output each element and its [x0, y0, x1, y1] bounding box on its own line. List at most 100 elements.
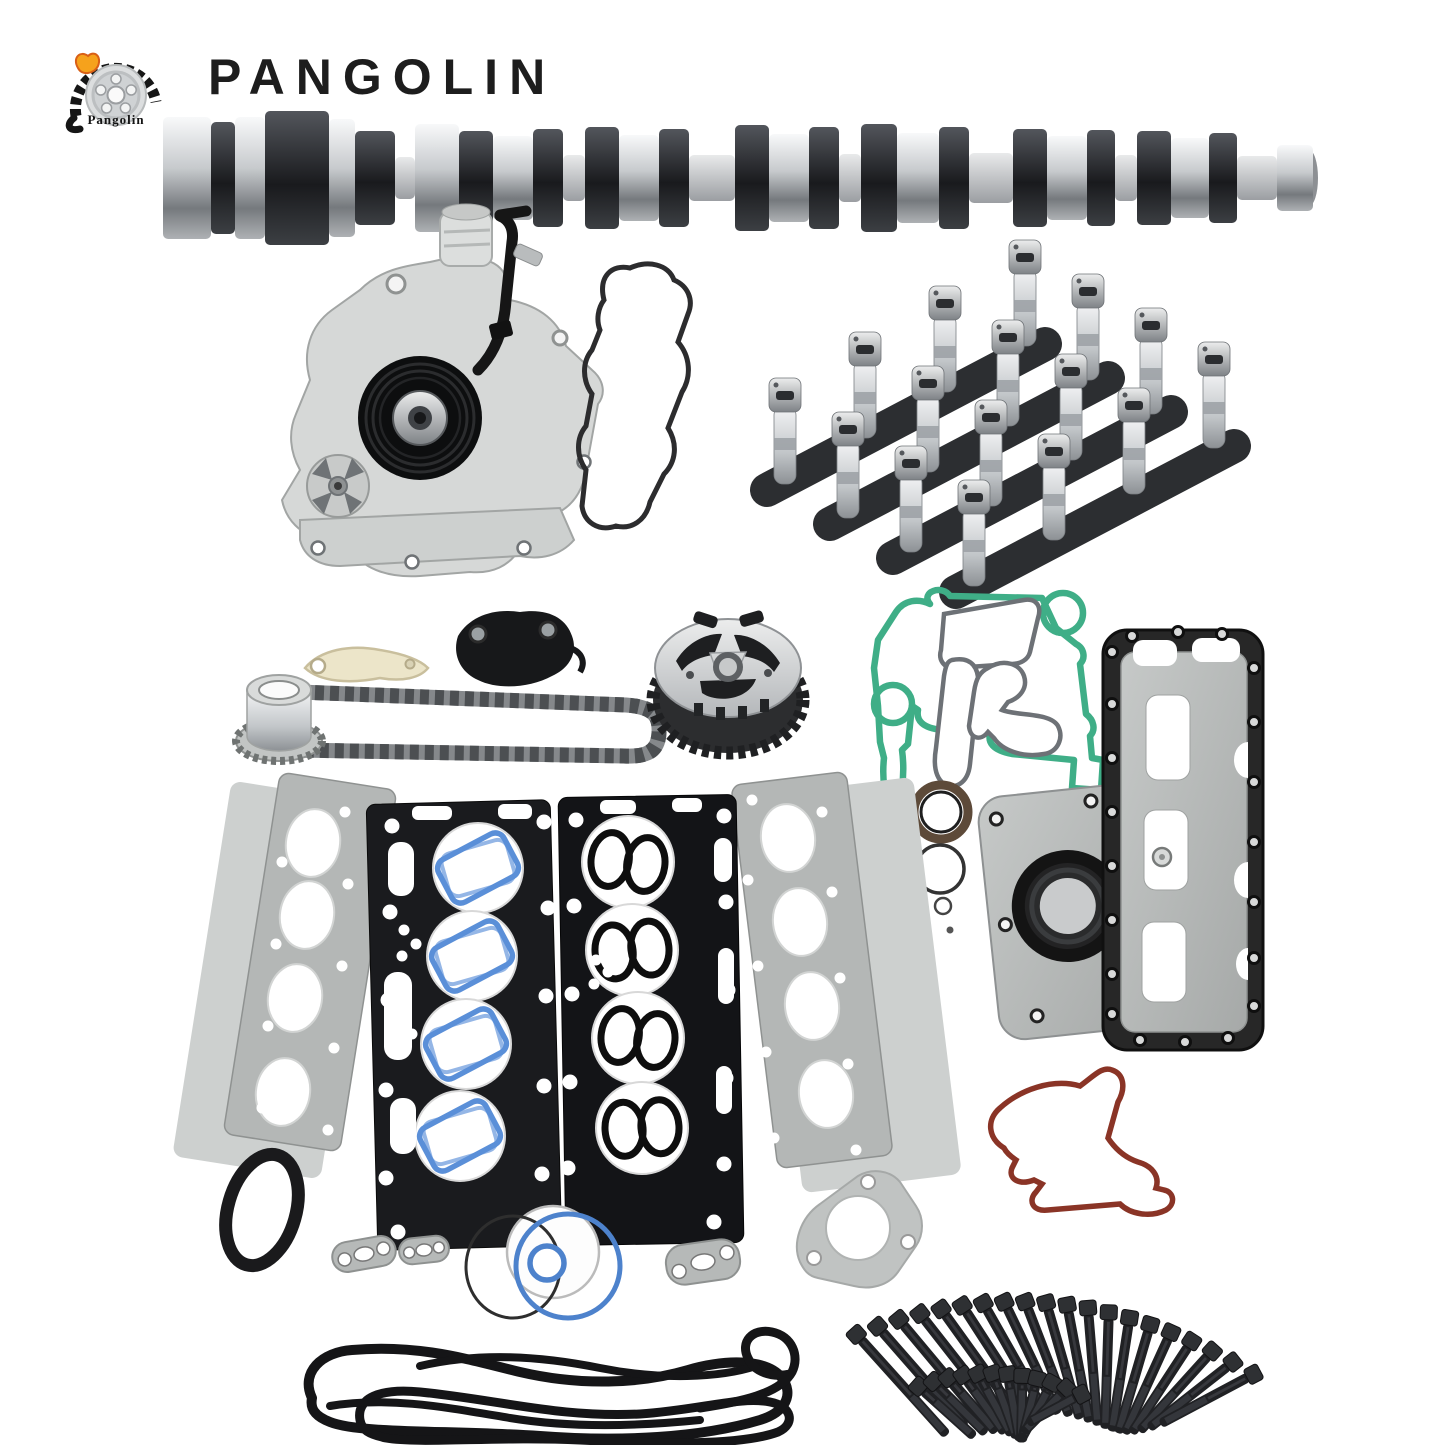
cam-lobe [659, 129, 689, 227]
head-bolt [922, 1370, 988, 1436]
bolt-hole [1105, 645, 1119, 659]
head-bolt [1147, 1351, 1244, 1431]
bolt-hole [1171, 625, 1185, 639]
hydraulic-roller-lifters [750, 239, 1251, 609]
bolt-hole [1105, 1007, 1119, 1021]
cam-lobe [1087, 130, 1115, 226]
heater-tube [472, 210, 518, 376]
cam-lobe [735, 125, 769, 231]
cam-journal [1047, 136, 1087, 220]
cam-lobe [1209, 133, 1237, 223]
cam-journal [689, 155, 735, 201]
head-bolt [1159, 1363, 1264, 1427]
head-bolt [1128, 1330, 1203, 1435]
o-ring-seals [464, 1204, 623, 1321]
bolt-hole [1105, 805, 1119, 819]
bolt-hole [1105, 967, 1119, 981]
cam-journal [969, 153, 1013, 203]
small-port-gasket [664, 1238, 742, 1286]
head-bolt [1121, 1322, 1182, 1435]
roller-lifter [957, 479, 991, 587]
cam-lobe [355, 131, 395, 225]
cam-journal [839, 154, 861, 202]
cam-lobe [1137, 131, 1171, 225]
bolt-hole [1221, 1031, 1235, 1045]
head-bolt [1107, 1309, 1140, 1432]
bolt-hole [1105, 859, 1119, 873]
cam-journal [769, 134, 809, 222]
bolt-hole [1247, 661, 1261, 675]
cam-lobe [809, 127, 839, 229]
cam-journal [493, 136, 533, 220]
roller-lifter [1197, 341, 1231, 449]
head-bolt [1013, 1367, 1032, 1443]
cam-journal [235, 117, 265, 239]
cam-journal [563, 155, 585, 201]
pump-inlet [306, 454, 370, 518]
cam-journal [1237, 156, 1277, 200]
cam-journal [897, 133, 939, 223]
timing-chain-tensioner [456, 611, 574, 687]
exhaust-manifold-gasket-right [731, 771, 961, 1193]
roller-lifter [768, 377, 802, 485]
head-bolt [1099, 1304, 1118, 1429]
cam-lobe [533, 129, 563, 227]
cylinder-head-bolts-long [845, 1291, 1264, 1437]
logo-caption: Pangolin [87, 112, 145, 127]
camshaft-phaser-sprocket [646, 610, 810, 760]
bolt-hole [1247, 715, 1261, 729]
cam-journal [395, 157, 415, 199]
crankshaft-sprocket [232, 674, 326, 765]
cam-lobe [211, 122, 235, 234]
cam-lobe [265, 111, 329, 245]
timing-cover-gasket [870, 586, 1107, 888]
cam-journal [163, 117, 211, 239]
roller-lifter [894, 445, 928, 553]
exhaust-flange-gasket [795, 1170, 923, 1289]
small-port-gasket [398, 1234, 450, 1266]
bolt-hole [1105, 697, 1119, 711]
cylinder-head-bolts-short [907, 1363, 1092, 1443]
head-bolt [1026, 1383, 1092, 1427]
front-cover-inner-gasket [938, 597, 1042, 671]
bolt-hole [1105, 913, 1119, 927]
cam-lobe [861, 124, 897, 232]
camshaft [163, 111, 1318, 245]
bolt-hole [1133, 1033, 1147, 1047]
head-bolt [845, 1323, 950, 1437]
roller-lifter [831, 411, 865, 519]
cam-lobe [1013, 129, 1047, 227]
head-gasket-blue-seals [365, 799, 563, 1251]
cam-journal [619, 135, 659, 221]
head-bolt [1137, 1340, 1223, 1434]
cam-lobe [459, 131, 493, 225]
bolt-hole [1105, 751, 1119, 765]
bolt-hole [1215, 627, 1229, 641]
brand-wordmark: PANGOLIN [208, 49, 557, 105]
bolt-hole [1125, 629, 1139, 643]
cam-journal [329, 119, 355, 237]
timing-chain-guide [303, 646, 430, 683]
cam-journal [1115, 155, 1137, 201]
head-gasket-ring-seals [557, 794, 745, 1246]
bolt-hole [1178, 1035, 1192, 1049]
water-outlet-gasket [219, 1147, 305, 1273]
cam-journal [1171, 138, 1209, 218]
water-pump [280, 203, 604, 578]
roller-lifter [1037, 433, 1071, 541]
cam-lobe [939, 127, 969, 229]
head-bolt [1114, 1315, 1161, 1434]
roller-lifter [1117, 387, 1151, 495]
cam-lobe [585, 127, 619, 229]
bolt-hole [1247, 951, 1261, 965]
bolt-hole [1247, 999, 1261, 1013]
bolt-hole [1247, 775, 1261, 789]
bolt-hole [1247, 895, 1261, 909]
cam-journal [1277, 145, 1313, 211]
water-pump-outlet-gasket [576, 261, 693, 531]
oil-cooler-gasket [988, 1066, 1176, 1217]
exhaust-manifold-gasket-left [173, 772, 397, 1178]
lifter-tray [939, 429, 1251, 609]
